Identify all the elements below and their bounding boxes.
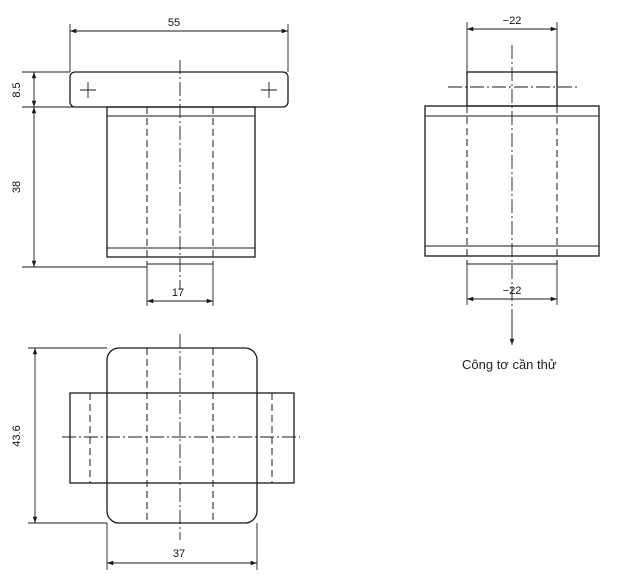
- dim-right-top: −22: [503, 15, 522, 27]
- plus-mark-left: [80, 82, 96, 98]
- dim-plan-width: 37: [173, 548, 185, 560]
- plus-mark-right: [261, 82, 277, 98]
- dim-body-height: 38: [11, 181, 23, 193]
- side-view: −22 −22: [424, 15, 600, 345]
- plan-view: 43.6 37: [11, 334, 300, 570]
- plan-core: [106, 347, 258, 524]
- plan-bar: [69, 392, 295, 484]
- front-view: 55 8.5 38 17: [11, 17, 289, 306]
- dim-flange-height: 8.5: [11, 82, 23, 97]
- dim-plan-height: 43.6: [11, 425, 23, 446]
- dim-bottom-width: 17: [172, 287, 184, 299]
- front-body: [106, 106, 256, 258]
- caption-label: Công tơ cần thử: [462, 357, 557, 372]
- dim-width-top: 55: [168, 17, 180, 29]
- dim-right-bottom: −22: [503, 285, 522, 297]
- front-flange: [69, 71, 289, 108]
